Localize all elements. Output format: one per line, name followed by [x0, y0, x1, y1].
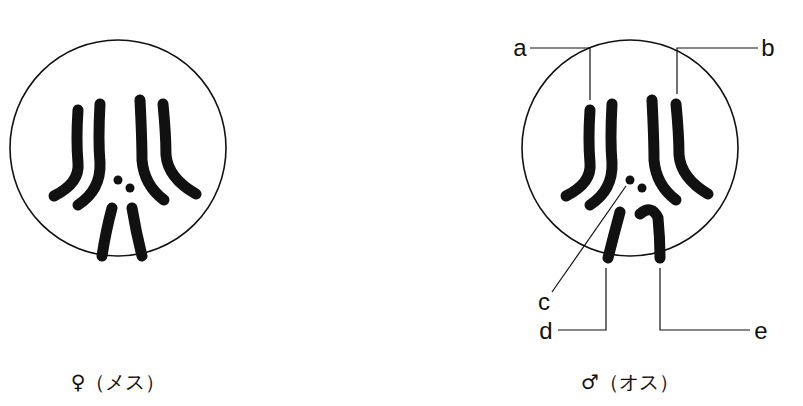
- female-chromosomes: [54, 100, 196, 256]
- small-chromosome: [114, 176, 123, 185]
- chromosome: [163, 104, 196, 194]
- cell-circle: [522, 40, 738, 256]
- chromosome: [590, 104, 612, 205]
- chromosome-y: [640, 210, 660, 258]
- cell-circle: [10, 40, 226, 256]
- leader-line: [530, 48, 590, 100]
- chromosome: [132, 208, 142, 256]
- male-chromosomes: [566, 100, 708, 258]
- leader-lines: [530, 48, 758, 330]
- small-chromosome: [638, 184, 647, 193]
- leader-line: [677, 48, 758, 94]
- leader-line: [558, 268, 606, 330]
- chromosome: [102, 208, 112, 256]
- chromosome: [78, 104, 100, 205]
- female-dots: [114, 176, 135, 193]
- small-chromosome: [626, 176, 635, 185]
- leader-line: [552, 186, 626, 292]
- chromosome: [676, 104, 708, 194]
- callout-letter: c: [538, 290, 550, 314]
- sex-label: ♀（メス）: [71, 372, 166, 392]
- leader-line: [660, 268, 750, 330]
- callout-letter: e: [754, 319, 767, 343]
- chromosome: [54, 110, 78, 196]
- small-chromosome: [126, 184, 135, 193]
- chromosome: [608, 212, 620, 258]
- male-dots: [626, 176, 647, 193]
- chromosome: [566, 110, 590, 196]
- callout-letter: d: [539, 319, 552, 343]
- cell-outlines: [10, 40, 738, 256]
- sex-label: ♂（オス）: [581, 372, 679, 392]
- callout-letter: a: [513, 36, 526, 60]
- callout-letter: b: [761, 36, 774, 60]
